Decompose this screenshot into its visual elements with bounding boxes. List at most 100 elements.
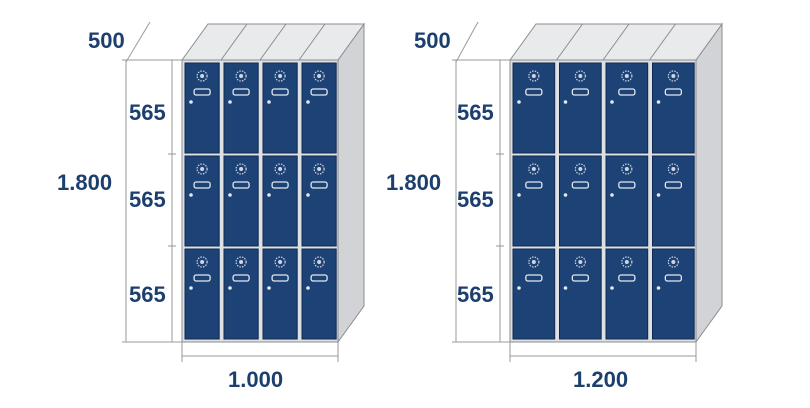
lock-dial-center xyxy=(671,74,676,78)
depth-label: 500 xyxy=(414,28,451,53)
combination-lock-icon xyxy=(528,163,540,175)
locker-door xyxy=(262,62,298,154)
door-handle-icon xyxy=(618,181,636,189)
combination-lock-icon xyxy=(574,163,586,175)
lock-dial-center xyxy=(531,260,536,264)
door-handle-icon xyxy=(271,181,289,189)
locker-door xyxy=(605,155,649,247)
keyhole-icon xyxy=(517,193,521,197)
lock-dial-center xyxy=(317,167,322,171)
locker-door xyxy=(262,248,298,340)
keyhole-icon xyxy=(563,286,568,290)
lock-dial-center xyxy=(624,74,629,78)
door-handle-icon xyxy=(571,88,589,96)
lock-dial-center xyxy=(278,167,283,171)
door-handle-icon xyxy=(232,88,250,96)
combination-lock-icon xyxy=(196,70,208,82)
top-divider xyxy=(259,23,287,61)
locker-door xyxy=(301,62,337,154)
keyhole-icon xyxy=(306,100,310,104)
door-panel xyxy=(559,248,602,340)
depth-dimension-line xyxy=(125,21,151,63)
door-panel xyxy=(559,155,602,247)
top-divider xyxy=(556,23,583,61)
keyhole-icon xyxy=(656,193,661,197)
door-handle-icon xyxy=(310,181,328,189)
door-handle-icon xyxy=(271,88,289,96)
locker-unit-1000: 500 1.800 565 565 565 1.000 xyxy=(57,21,365,392)
top-divider xyxy=(220,23,248,61)
locker-door xyxy=(605,62,649,154)
keyhole-icon xyxy=(228,100,232,104)
combination-lock-icon xyxy=(313,256,325,268)
lock-dial-center xyxy=(317,74,322,78)
locker-door xyxy=(559,155,602,247)
keyhole-icon xyxy=(189,286,193,290)
locker-unit-1200: 500 1.800 565 565 565 1.200 xyxy=(386,21,723,392)
combination-lock-icon xyxy=(574,70,586,82)
door-handle-icon xyxy=(571,274,589,282)
keyhole-icon xyxy=(610,193,614,197)
depth-dimension-line xyxy=(455,21,479,63)
door-handle-icon xyxy=(664,88,682,96)
locker-door xyxy=(559,62,602,154)
lock-dial-center xyxy=(624,167,629,171)
keyhole-icon xyxy=(517,100,521,104)
keyhole-icon xyxy=(267,193,271,197)
locker-door xyxy=(223,62,259,154)
door-handle-icon xyxy=(525,274,543,282)
keyhole-icon xyxy=(656,286,661,290)
lock-dial-center xyxy=(578,74,583,78)
total-height-label: 1.800 xyxy=(386,170,441,195)
total-height-label: 1.800 xyxy=(57,170,112,195)
keyhole-icon xyxy=(563,100,568,104)
locker-door xyxy=(512,155,556,247)
combination-lock-icon xyxy=(621,256,633,268)
top-divider xyxy=(298,23,326,61)
top-divider xyxy=(602,23,630,61)
lock-dial-center xyxy=(278,74,283,78)
width-label: 1.200 xyxy=(573,367,628,392)
combination-lock-icon xyxy=(274,163,286,175)
combination-lock-icon xyxy=(235,70,247,82)
locker-door xyxy=(512,248,556,340)
door-handle-icon xyxy=(232,181,250,189)
lock-dial-center xyxy=(278,260,283,264)
top-divider xyxy=(649,23,676,61)
door-handle-icon xyxy=(271,274,289,282)
locker-door xyxy=(512,62,556,154)
compartment-height-label-3: 565 xyxy=(129,282,166,307)
keyhole-icon xyxy=(656,100,661,104)
combination-lock-icon xyxy=(313,70,325,82)
lock-dial-center xyxy=(317,260,322,264)
door-handle-icon xyxy=(525,88,543,96)
keyhole-icon xyxy=(228,286,232,290)
keyhole-icon xyxy=(267,286,271,290)
locker-door xyxy=(223,155,259,247)
locker-doors xyxy=(512,62,695,340)
locker-side-panel xyxy=(337,22,365,344)
locker-door xyxy=(262,155,298,247)
keyhole-icon xyxy=(228,193,232,197)
locker-door xyxy=(184,155,220,247)
door-handle-icon xyxy=(193,274,211,282)
lock-dial-center xyxy=(671,167,676,171)
keyhole-icon xyxy=(610,286,614,290)
combination-lock-icon xyxy=(621,70,633,82)
door-handle-icon xyxy=(193,88,211,96)
door-handle-icon xyxy=(310,274,328,282)
compartment-height-label-2: 565 xyxy=(457,187,494,212)
locker-door xyxy=(652,155,695,247)
locker-door xyxy=(184,62,220,154)
depth-label: 500 xyxy=(88,28,125,53)
locker-doors xyxy=(184,62,337,340)
door-handle-icon xyxy=(664,274,682,282)
locker-door xyxy=(559,248,602,340)
door-handle-icon xyxy=(310,88,328,96)
keyhole-icon xyxy=(189,193,193,197)
locker-door xyxy=(223,248,259,340)
locker-door xyxy=(301,248,337,340)
combination-lock-icon xyxy=(667,70,679,82)
lock-dial-center xyxy=(578,260,583,264)
door-panel xyxy=(262,155,298,247)
